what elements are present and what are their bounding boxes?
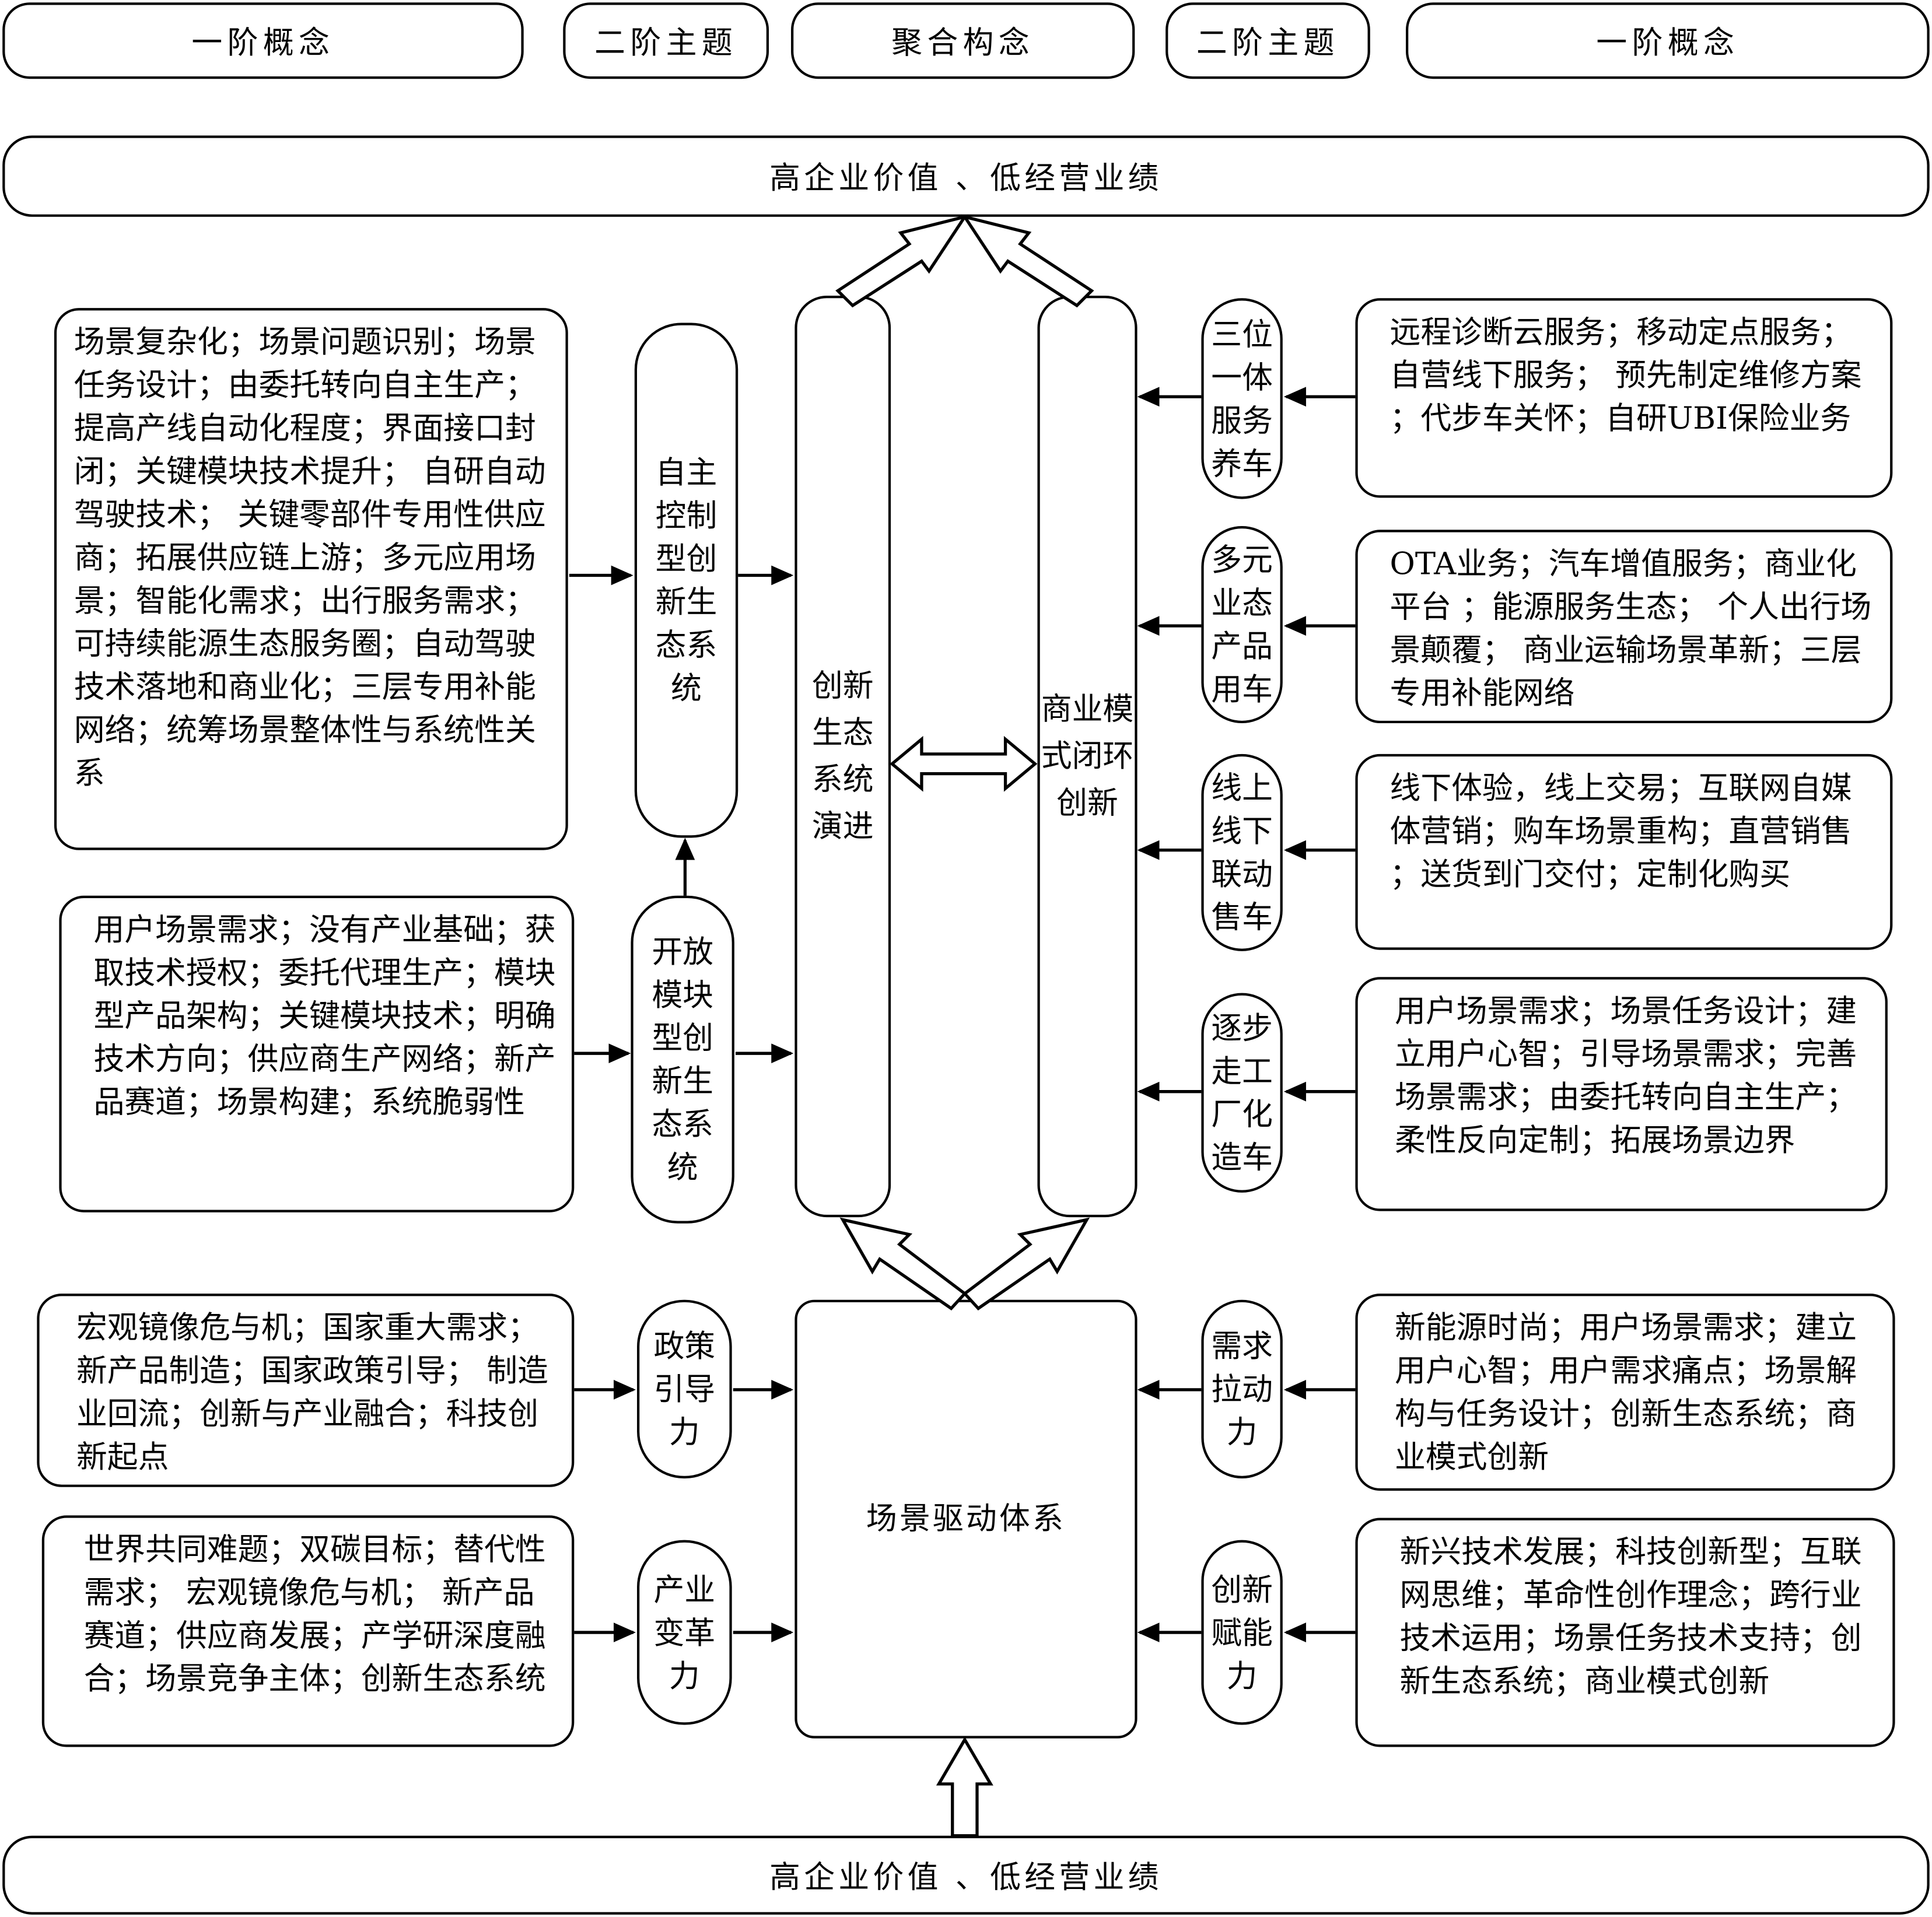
flow-arrows xyxy=(569,387,1356,1642)
right-concept-box-1: 远程诊断云服务；移动定点服务；自营线下服务； 预先制定维修方案；代步车关怀；自研… xyxy=(1355,298,1893,498)
top-banner: 高企业价值 、低经营业绩 xyxy=(2,135,1930,217)
theme-innovation-empowerment: 创新赋能力 xyxy=(1201,1540,1283,1725)
theme-policy-guidance: 政策引导力 xyxy=(637,1299,732,1478)
left-concept-box-3: 宏观镜像危与机；国家重大需求； 新产品制造；国家政策引导； 制造业回流；创新与产… xyxy=(37,1294,575,1487)
scenario-driven-system: 场景驱动体系 xyxy=(794,1299,1138,1739)
right-concept-box-3: 线下体验，线上交易；互联网自媒体营销；购车场景重构；直营销售；送货到门交付；定制… xyxy=(1355,754,1893,950)
left-concept-box-1: 场景复杂化；场景问题识别；场景任务设计；由委托转向自主生产； 提高产线自动化程度… xyxy=(54,308,568,850)
theme-product-car: 多元业态产品用车 xyxy=(1201,526,1283,724)
right-concept-box-6: 新兴技术发展；科技创新型；互联网思维；革命性创作理念；跨行业技术运用；场景任务技… xyxy=(1355,1518,1895,1747)
aggregate-ecosystem-evolution: 创新生态系统演进 xyxy=(794,296,891,1218)
aggregate-business-model-innovation: 商业模式闭环创新 xyxy=(1037,296,1138,1218)
theme-industry-transformation: 产业变革力 xyxy=(637,1540,732,1725)
header-second-order-left: 二阶主题 xyxy=(563,2,769,79)
header-aggregate: 聚合构念 xyxy=(791,2,1135,79)
right-concept-box-2: OTA业务；汽车增值服务；商业化平台 ；能源服务生态； 个人出行场景颠覆； 商业… xyxy=(1355,530,1893,724)
theme-autonomous-control: 自主控制型创新生态系统 xyxy=(634,323,738,838)
right-concept-box-4: 用户场景需求；场景任务设计；建立用户心智；引导场景需求；完善场景需求；由委托转向… xyxy=(1355,977,1888,1211)
theme-sales-car: 线上线下联动售车 xyxy=(1201,754,1283,951)
theme-demand-pull: 需求拉动力 xyxy=(1201,1299,1283,1478)
theme-open-modular: 开放模块型创新生态系统 xyxy=(631,895,734,1224)
header-second-order-right: 二阶主题 xyxy=(1166,2,1370,79)
theme-factory-car: 逐步走工厂化造车 xyxy=(1201,993,1283,1193)
right-concept-box-5: 新能源时尚；用户场景需求；建立用户心智；用户需求痛点；场景解构与任务设计；创新生… xyxy=(1355,1294,1895,1491)
left-concept-box-2: 用户场景需求；没有产业基础；获取技术授权；委托代理生产；模块型产品架构；关键模块… xyxy=(59,895,575,1212)
hollow-arrows xyxy=(835,214,1094,1838)
header-first-order-right: 一阶概念 xyxy=(1406,2,1930,79)
left-concept-box-4: 世界共同难题；双碳目标；替代性需求； 宏观镜像危与机； 新产品赛道；供应商发展；… xyxy=(41,1515,575,1747)
theme-service-car: 三位一体服务养车 xyxy=(1201,298,1283,499)
header-first-order-left: 一阶概念 xyxy=(2,2,524,79)
bottom-banner: 高企业价值 、低经营业绩 xyxy=(2,1835,1930,1915)
